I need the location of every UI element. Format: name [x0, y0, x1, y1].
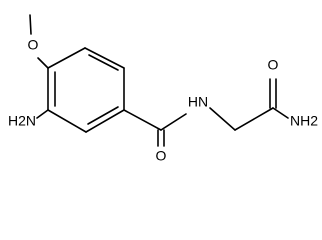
ring-bond-1: [84, 47, 125, 69]
ring-bond-3: [85, 109, 125, 133]
terminal-oxygen-label: O: [268, 57, 279, 73]
ring-bond-4: [47, 109, 87, 133]
ring-bond-6: [47, 47, 86, 69]
methoxy-o-ch3-bond: [29, 14, 32, 35]
chemical-structure-diagram: O H2N HN O O NH2: [8, 14, 318, 164]
amide-oxygen-label: O: [156, 148, 167, 164]
terminal-amine-label: NH2: [290, 113, 318, 129]
nh-to-ch2-bond: [209, 107, 236, 131]
amino-ring-bond: [36, 109, 49, 119]
atom-labels: O H2N HN O O NH2: [8, 37, 318, 164]
ch2-to-carbonyl-bond: [234, 107, 274, 131]
amide-nh-label: HN: [188, 94, 208, 110]
ring-bond-1-inner: [88, 54, 119, 71]
ring-to-carbonyl-bond: [123, 109, 162, 131]
methoxy-oxygen-label: O: [28, 37, 39, 53]
bonds: [29, 14, 289, 147]
ring-amino-label: H2N: [8, 113, 36, 129]
carbonyl-to-nh-bond: [160, 113, 187, 131]
methoxy-o-ring-bond: [37, 57, 49, 69]
molecule-svg: O H2N HN O O NH2: [8, 14, 318, 164]
ring-bond-3-inner: [87, 106, 119, 125]
terminal-c-nh2-bond: [272, 107, 289, 119]
